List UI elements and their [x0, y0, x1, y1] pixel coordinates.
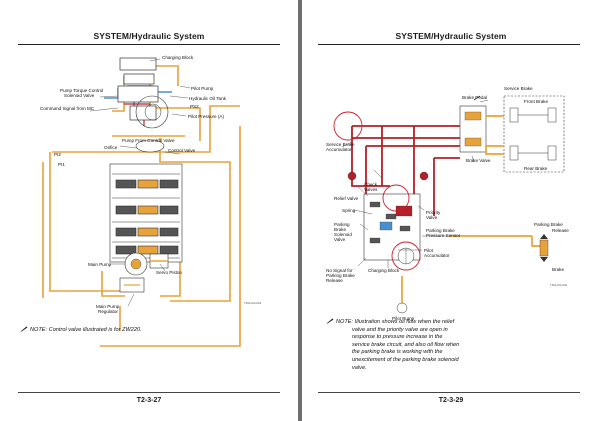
- page-number: T2-3-27: [136, 397, 162, 404]
- label-charging-block: Charging Block: [368, 268, 400, 273]
- note: NOTE: Control valve illustrated is for Z…: [20, 326, 270, 335]
- label-service-brake: Service Brake: [504, 86, 533, 91]
- parking-brake-indicator: [539, 234, 549, 262]
- label-orifice: Orifice: [104, 145, 118, 150]
- note-line: response to pressure increase in the: [352, 334, 443, 341]
- note-line: Illustration shows oil flow when the rel…: [354, 319, 455, 325]
- label-command-signal: Command Signal from MC: [40, 106, 95, 111]
- label-release: Release: [552, 228, 569, 233]
- label-parking-brake: Parking Brake: [534, 222, 563, 227]
- label-rear-brake: Rear Brake: [524, 166, 548, 171]
- label-relief-valve: Relief Valve: [334, 196, 359, 201]
- label-check-valves-2: Valves: [364, 187, 378, 192]
- label-pb-solenoid-1: Parking: [334, 222, 350, 227]
- note-label: NOTE:: [30, 327, 48, 333]
- hydraulic-diagram-left: Charging Block Pilot Pump Pump Torque Co…: [40, 55, 262, 347]
- label-ps2: PS2: [190, 104, 199, 109]
- label-front-brake: Front Brake: [524, 99, 548, 104]
- label-pb-solenoid-3: Solenoid: [334, 232, 352, 237]
- pencil-note-icon: [20, 326, 28, 332]
- label-pump-from-cv: Pump From Control Valve: [122, 138, 175, 143]
- note-line: the parking brake is working with the: [352, 349, 443, 356]
- page-gutter: [298, 0, 302, 421]
- note-line: valve and the priority valve are open in: [352, 326, 448, 333]
- label-no-signal-2: Parking Brake: [326, 273, 355, 278]
- label-pilot-pump: Pilot Pump: [191, 86, 214, 91]
- page-title: SYSTEM/Hydraulic System: [93, 31, 205, 41]
- page-number: T2-3-29: [438, 397, 464, 404]
- label-pi1: PI1: [58, 162, 65, 167]
- label-no-signal-1: No Signal for: [326, 268, 353, 273]
- page-title: SYSTEM/Hydraulic System: [395, 31, 507, 41]
- label-brake-valve: Brake Valve: [466, 158, 491, 163]
- note-text: Control valve illustrated is for ZW220.: [48, 327, 142, 333]
- label-no-signal-3: Release: [326, 278, 343, 283]
- label-pilot-accumulator-2: Accumulator: [424, 253, 450, 258]
- label-brake: Brake: [552, 267, 564, 272]
- label-pilot-accumulator-1: Pilot: [424, 248, 434, 253]
- label-pilot-pump: Pilot Pump: [392, 316, 415, 321]
- label-sb-accumulator-2: Accumulator: [326, 147, 352, 152]
- hydraulic-diagram-right: Service Brake Brake Pedal Front Brake Re…: [326, 86, 569, 321]
- label-spring: Spring: [342, 208, 356, 213]
- right-page: SYSTEM/Hydraulic System: [302, 0, 600, 421]
- label-sb-accumulator-1: Service Brake: [326, 142, 355, 147]
- label-servo-piston: Servo Piston: [156, 270, 182, 275]
- label-pb-pressure-sensor-2: Pressure Sensor: [426, 233, 461, 238]
- note-line: valve.: [352, 364, 367, 371]
- label-hydraulic-oil-tank: Hydraulic Oil Tank: [189, 96, 227, 101]
- label-brake-pedal: Brake Pedal: [462, 95, 487, 100]
- label-pi2: PI2: [54, 152, 61, 157]
- figure-id: T4GH-02-004: [550, 283, 568, 287]
- control-valve-body: [109, 163, 183, 263]
- label-pilot-pressure: Pilot Pressure (A): [188, 114, 224, 119]
- label-priority-valve-1: Priority: [426, 210, 441, 215]
- note-line: service brake circuit, and also oil flow…: [352, 341, 460, 348]
- label-solenoid-valve: Solenoid Valve: [64, 93, 95, 98]
- header-rule: [318, 44, 580, 45]
- label-control-valve: Control Valve: [168, 148, 196, 153]
- label-main-pump-regulator-1: Main Pump: [96, 304, 120, 309]
- pencil-note-icon: [326, 318, 334, 324]
- footer-rule: [318, 392, 580, 393]
- label-main-pump: Main Pump: [88, 262, 112, 267]
- label-check-valves-1: Check: [364, 182, 378, 187]
- footer-rule: [18, 392, 280, 393]
- left-page: SYSTEM/Hydraulic System: [0, 0, 298, 421]
- label-charging-block: Charging Block: [162, 55, 194, 60]
- label-pb-solenoid-4: Valve: [334, 237, 346, 242]
- label-pump-torque-control: Pump Torque Control: [60, 88, 103, 93]
- label-pb-pressure-sensor-1: Parking Brake: [426, 228, 455, 233]
- note-label: NOTE:: [336, 319, 354, 325]
- label-pb-solenoid-2: Brake: [334, 227, 346, 232]
- figure-id: T4GH-02-003: [244, 301, 262, 305]
- label-priority-valve-2: Valve: [426, 215, 438, 220]
- header-rule: [18, 44, 280, 45]
- label-main-pump-regulator-2: Regulator: [98, 309, 118, 314]
- note: NOTE: Illustration shows oil flow when t…: [326, 318, 576, 372]
- note-line: unexcitement of the parking brake soleno…: [352, 356, 459, 363]
